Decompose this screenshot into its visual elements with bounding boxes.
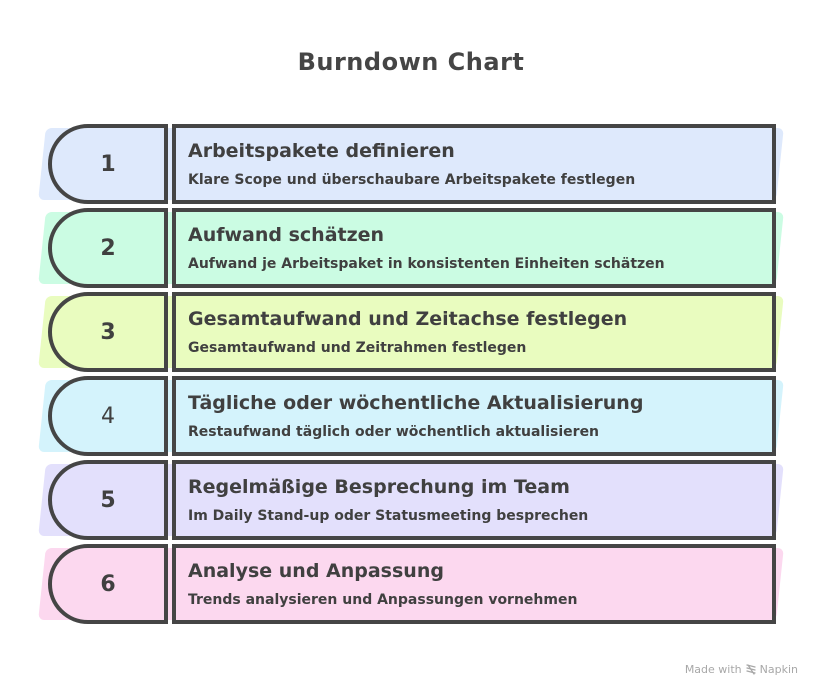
- step-description: Gesamtaufwand und Zeitrahmen festlegen: [188, 340, 527, 356]
- step-title: Tägliche oder wöchentliche Aktualisierun…: [188, 392, 644, 414]
- step-content: Arbeitspakete definieren Klare Scope und…: [172, 124, 776, 204]
- step-content: Aufwand schätzen Aufwand je Arbeitspaket…: [172, 208, 776, 288]
- step-number: 6: [48, 544, 168, 624]
- step-title: Aufwand schätzen: [188, 224, 385, 246]
- step-description: Restaufwand täglich oder wöchentlich akt…: [188, 424, 600, 440]
- step-number: 1: [48, 124, 168, 204]
- napkin-brand-label: Napkin: [759, 663, 798, 676]
- made-with-napkin-badge[interactable]: Made with Napkin: [685, 663, 798, 676]
- step-number: 3: [48, 292, 168, 372]
- step-6: 6 Analyse und Anpassung Trends analysier…: [38, 544, 784, 624]
- step-title: Gesamtaufwand und Zeitachse festlegen: [188, 308, 628, 330]
- step-title: Arbeitspakete definieren: [188, 140, 455, 162]
- step-description: Im Daily Stand-up oder Statusmeeting bes…: [188, 508, 589, 524]
- step-2: 2 Aufwand schätzen Aufwand je Arbeitspak…: [38, 208, 784, 288]
- step-3: 3 Gesamtaufwand und Zeitachse festlegen …: [38, 292, 784, 372]
- step-content: Tägliche oder wöchentliche Aktualisierun…: [172, 376, 776, 456]
- step-title: Regelmäßige Besprechung im Team: [188, 476, 570, 498]
- step-number: 2: [48, 208, 168, 288]
- made-with-label: Made with: [684, 663, 742, 676]
- step-5: 5 Regelmäßige Besprechung im Team Im Dai…: [38, 460, 784, 540]
- step-1: 1 Arbeitspakete definieren Klare Scope u…: [38, 124, 784, 204]
- step-description: Trends analysieren und Anpassungen vorne…: [188, 592, 578, 608]
- steps-list: 1 Arbeitspakete definieren Klare Scope u…: [38, 124, 784, 628]
- step-title: Analyse und Anpassung: [188, 560, 444, 582]
- step-content: Regelmäßige Besprechung im Team Im Daily…: [172, 460, 776, 540]
- step-4: 4 Tägliche oder wöchentliche Aktualisier…: [38, 376, 784, 456]
- step-description: Aufwand je Arbeitspaket in konsistenten …: [188, 256, 665, 272]
- napkin-logo-icon: [745, 664, 756, 675]
- step-content: Analyse und Anpassung Trends analysieren…: [172, 544, 776, 624]
- step-number: 5: [48, 460, 168, 540]
- step-description: Klare Scope und überschaubare Arbeitspak…: [188, 172, 636, 188]
- step-content: Gesamtaufwand und Zeitachse festlegen Ge…: [172, 292, 776, 372]
- step-number: 4: [48, 376, 168, 456]
- diagram-title: Burndown Chart: [297, 48, 525, 76]
